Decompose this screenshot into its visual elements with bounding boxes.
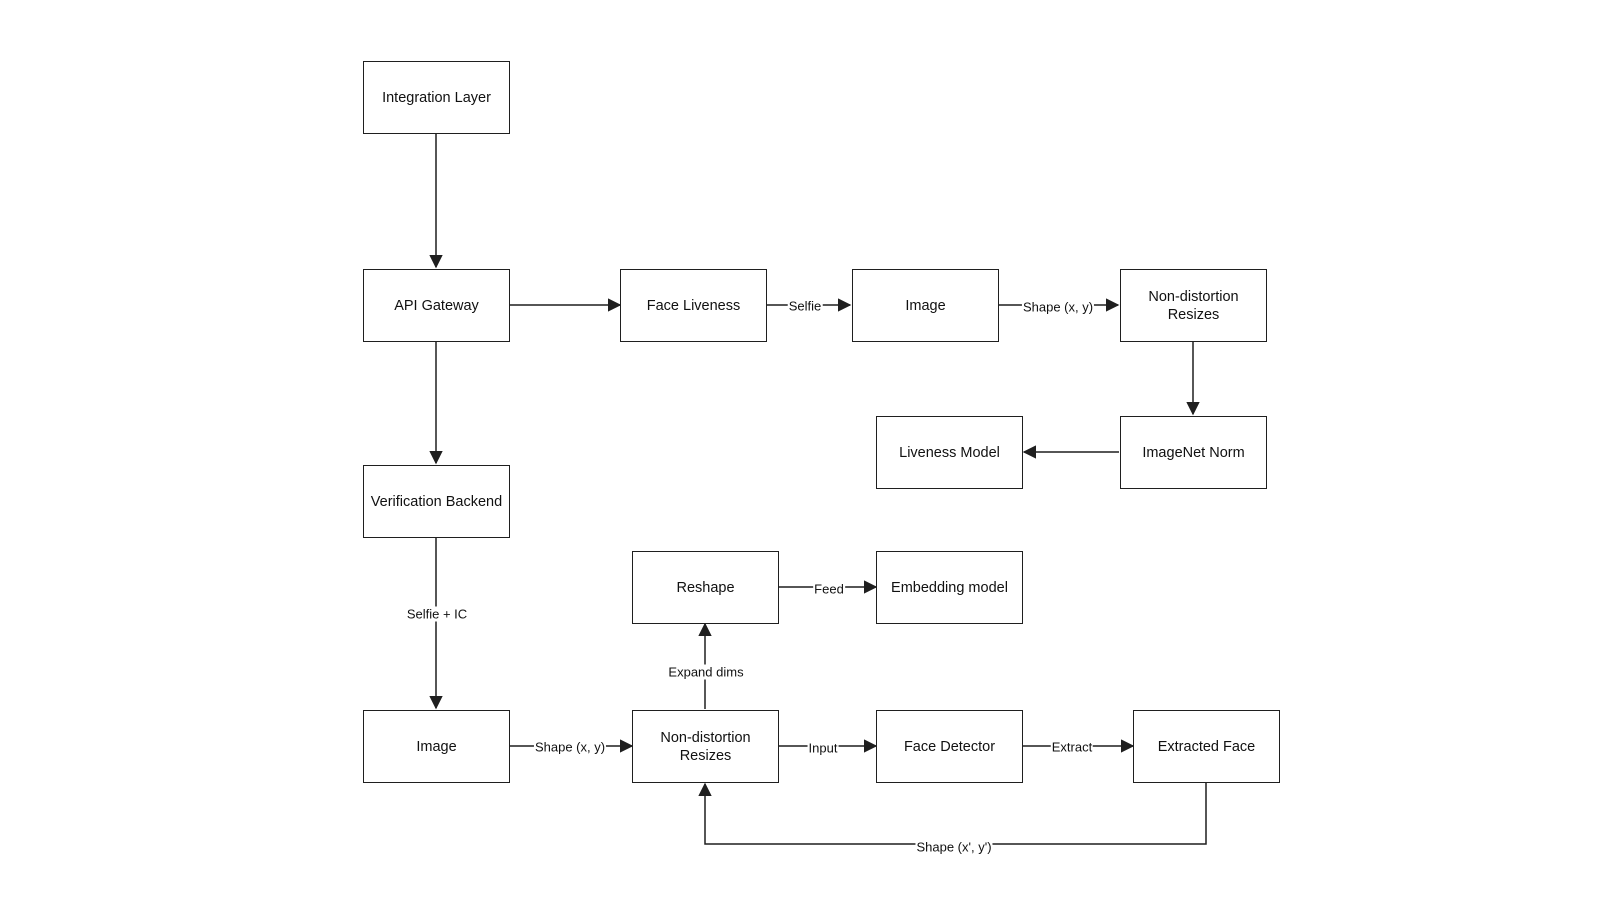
node-face-liveness-label: Face Liveness [646,297,741,314]
node-resize-bottom: Non-distortion Resizes [632,710,779,783]
node-resize-top: Non-distortion Resizes [1120,269,1267,342]
edge-label-selfie: Selfie [787,298,823,314]
node-image-bottom-label: Image [416,738,457,755]
node-face-liveness: Face Liveness [620,269,767,342]
node-embedding-model-label: Embedding model [891,579,1008,596]
node-liveness-model: Liveness Model [876,416,1023,489]
edge-label-shape-prime: Shape (x', y') [915,839,993,855]
node-api-gateway-label: API Gateway [394,297,479,314]
node-imagenet-norm-label: ImageNet Norm [1142,444,1245,461]
node-api-gateway: API Gateway [363,269,510,342]
node-extracted-face: Extracted Face [1133,710,1280,783]
node-image-top-label: Image [905,297,946,314]
edge-label-shape-bottom: Shape (x, y) [533,739,607,755]
node-reshape: Reshape [632,551,779,624]
node-imagenet-norm: ImageNet Norm [1120,416,1267,489]
node-verification-backend-label: Verification Backend [370,493,503,510]
edge-label-input: Input [807,740,839,756]
node-face-detector: Face Detector [876,710,1023,783]
node-extracted-face-label: Extracted Face [1157,738,1256,755]
edge-label-feed: Feed [813,581,845,597]
node-reshape-label: Reshape [676,579,735,596]
node-integration-layer: Integration Layer [363,61,510,134]
node-face-detector-label: Face Detector [903,738,996,755]
node-integration-layer-label: Integration Layer [382,89,491,106]
edge-label-shape-top: Shape (x, y) [1021,299,1095,315]
edge-label-selfie-ic: Selfie + IC [405,606,469,622]
node-image-bottom: Image [363,710,510,783]
node-resize-bottom-label: Non-distortion Resizes [660,729,751,764]
edge-label-expand-dims: Expand dims [667,664,745,680]
node-resize-top-label: Non-distortion Resizes [1148,288,1239,323]
edge-extracted-to-resize [698,782,1207,845]
edge-label-extract: Extract [1050,739,1094,755]
node-verification-backend: Verification Backend [363,465,510,538]
node-image-top: Image [852,269,999,342]
node-embedding-model: Embedding model [876,551,1023,624]
node-liveness-model-label: Liveness Model [899,444,1000,461]
